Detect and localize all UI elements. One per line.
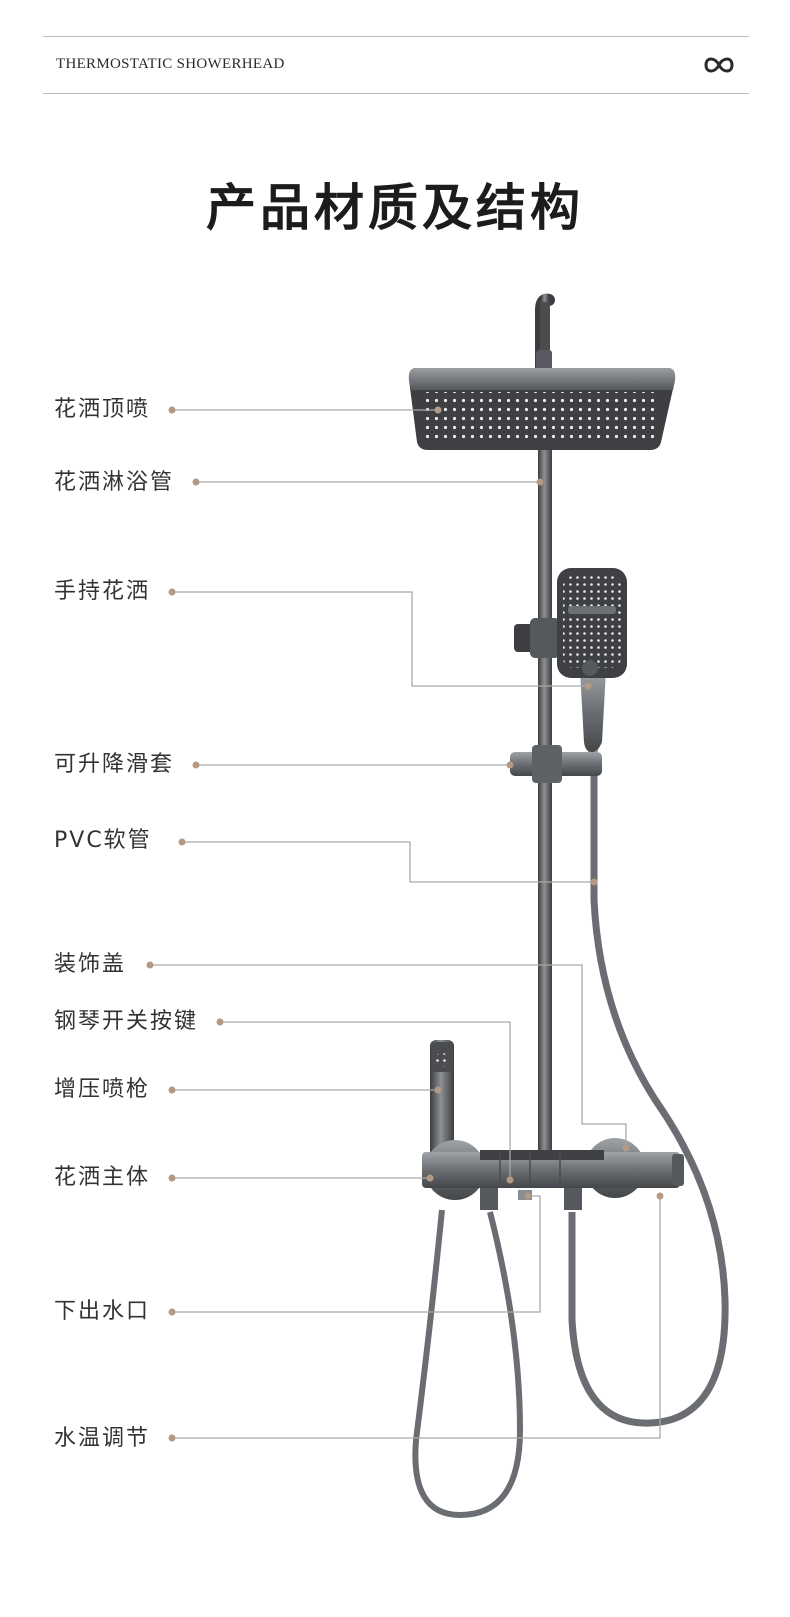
page-title: 产品材质及结构 <box>206 179 584 237</box>
label-booster-spray-gun: 增压喷枪 <box>54 1077 151 1102</box>
label-overhead-shower: 花洒顶喷 <box>54 397 151 422</box>
label-shower-body: 花洒主体 <box>54 1165 151 1190</box>
label-pvc-hose: PVC软管 <box>54 828 152 853</box>
overhead-shower-head <box>408 368 676 450</box>
label-sliding-sleeve: 可升降滑套 <box>54 752 175 777</box>
label-bottom-outlet: 下出水口 <box>54 1299 151 1324</box>
label-piano-keys: 钢琴开关按键 <box>54 1009 199 1034</box>
leader-lines <box>150 409 661 1439</box>
label-temperature-control: 水温调节 <box>54 1426 151 1451</box>
label-shower-pipe: 花洒淋浴管 <box>54 470 175 495</box>
shower-pipe <box>538 440 552 1160</box>
label-decorative-cover: 装饰盖 <box>54 952 127 977</box>
spray-gun-hose <box>412 1209 524 1519</box>
booster-spray-gun <box>430 1040 454 1156</box>
infinity-icon <box>704 57 734 73</box>
leader-dots <box>146 406 664 1442</box>
header-bar: THERMOSTATIC SHOWERHEAD <box>43 36 749 94</box>
label-hand-shower: 手持花洒 <box>54 579 151 604</box>
sliding-sleeve <box>510 745 602 783</box>
hand-shower <box>557 568 627 752</box>
gooseneck-arm <box>535 293 555 374</box>
shower-body <box>422 1138 684 1210</box>
pvc-hose <box>568 776 729 1427</box>
brand-name: THERMOSTATIC SHOWERHEAD <box>56 56 285 72</box>
hand-shower-holder <box>514 618 560 658</box>
